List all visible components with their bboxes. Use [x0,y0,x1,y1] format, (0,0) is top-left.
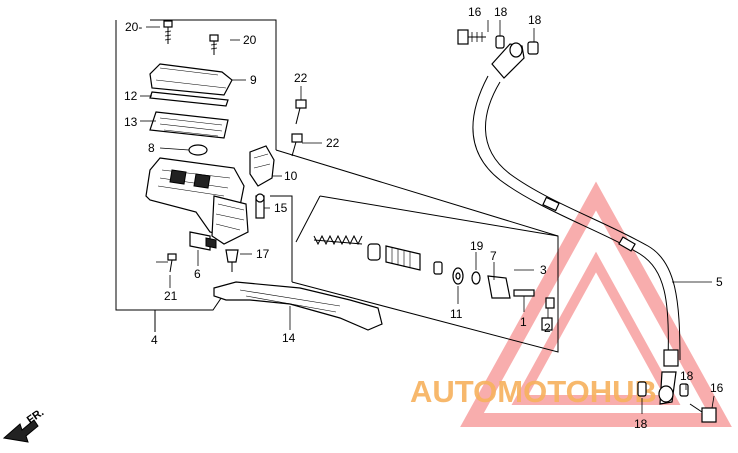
callout-7: 7 [490,249,497,263]
plate-12 [140,91,229,107]
banjo-bolt-16-top [457,29,486,45]
piston-kit-leaders [457,252,549,318]
diaphragm-13 [140,111,229,139]
callout-9: 9 [250,73,257,87]
washer-18-top-right [527,41,539,55]
watermark: AUTOMOTOHUB [410,181,732,427]
front-direction-arrow: FR. [2,406,46,443]
callout-13: 13 [124,115,138,129]
front-direction-label: FR. [25,406,46,426]
callout-16-top: 16 [468,5,482,19]
callout-11: 11 [450,307,463,321]
clutch-lever-14 [213,281,383,331]
pin-15 [255,193,270,219]
screw-20-right [209,34,240,55]
watermark-triangle-outer [460,181,732,427]
callout-5: 5 [716,275,723,289]
callout-20-left: 20- [125,20,142,34]
leader-15-14 [270,195,293,282]
callout-14: 14 [282,331,296,345]
pivot-bolt-17 [225,249,252,272]
callout-10: 10 [284,169,298,183]
callout-8: 8 [148,141,155,155]
callout-6: 6 [194,267,201,281]
callout-18-bottom-right: 18 [680,369,694,383]
callout-22-bottom: 22 [326,136,340,150]
banjo-fitting-bottom [658,371,677,405]
banjo-bolt-16-bottom [689,403,717,423]
bolt-22-bottom [291,133,322,157]
banjo-fitting-top [491,42,525,79]
screw-21 [167,253,177,288]
callout-leaders [146,20,715,414]
callout-2: 2 [544,321,551,335]
callout-18-top-left: 18 [494,5,508,19]
callout-22-top: 22 [294,71,308,85]
switch-6 [189,231,217,266]
master-cylinder-body [145,157,249,245]
callout-19: 19 [470,239,484,253]
callout-16-bottom: 16 [710,381,724,395]
callout-4: 4 [151,333,158,347]
piston-kit-box [275,149,559,353]
callout-15: 15 [274,201,288,215]
float-8 [159,144,208,156]
callout-21: 21 [164,289,178,303]
washer-18-bottom-left [637,381,647,397]
clutch-hose-5 [472,75,712,367]
washer-18-bottom-right [679,383,689,397]
callout-3: 3 [540,263,547,277]
screw-20-left [163,20,173,44]
callout-18-top-right: 18 [528,13,542,27]
callout-12: 12 [124,89,138,103]
callout-17: 17 [256,247,270,261]
callout-18-bottom-left: 18 [634,417,648,431]
callout-1: 1 [520,315,527,329]
callout-20-right: 20 [243,33,257,47]
washer-18-top-left [495,35,505,49]
reservoir-cap-9 [149,63,246,96]
holder-10 [249,145,282,187]
callout-labels: 20- 20 9 12 13 8 22 22 10 15 17 6 21 4 1… [124,5,724,431]
watermark-text: AUTOMOTOHUB [410,374,657,409]
bolt-22-top [295,86,307,125]
piston-kit-parts [313,234,555,331]
